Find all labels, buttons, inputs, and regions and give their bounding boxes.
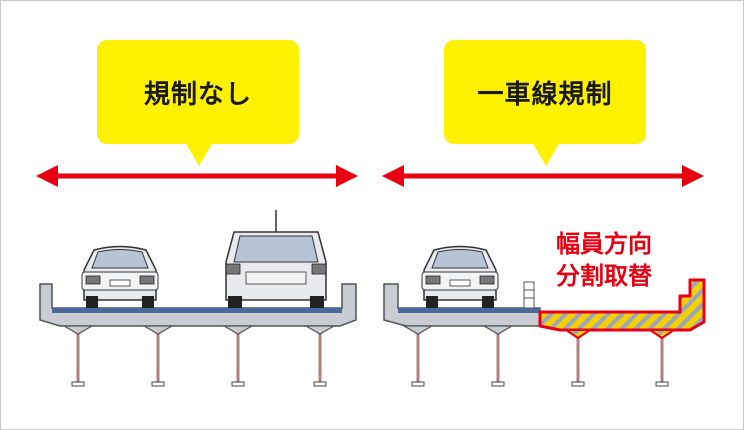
replacement-section	[538, 278, 706, 332]
span-arrow-left	[36, 165, 358, 187]
left-sedan	[81, 245, 159, 308]
label-no-restriction: 規制なし	[97, 40, 299, 144]
right-piers	[416, 330, 664, 386]
callout-line-1: 幅員方向	[556, 230, 652, 258]
right-pavement	[398, 308, 540, 313]
bubble-tail-left	[185, 142, 213, 166]
right-bridge-section	[383, 245, 706, 387]
left-van	[225, 210, 327, 308]
left-deck	[39, 283, 357, 327]
replacement-callout: 幅員方向 分割取替	[556, 228, 686, 292]
left-pavement	[52, 308, 342, 313]
right-sedan	[421, 245, 499, 308]
callout-line-2: 分割取替	[556, 262, 652, 290]
left-piers	[76, 330, 322, 386]
bubble-tail-right	[532, 142, 560, 166]
temporary-barrier	[523, 281, 535, 309]
left-bridge-section	[39, 210, 357, 387]
label-one-lane-restriction: 一車線規制	[444, 40, 646, 144]
span-arrow-right	[382, 165, 704, 187]
